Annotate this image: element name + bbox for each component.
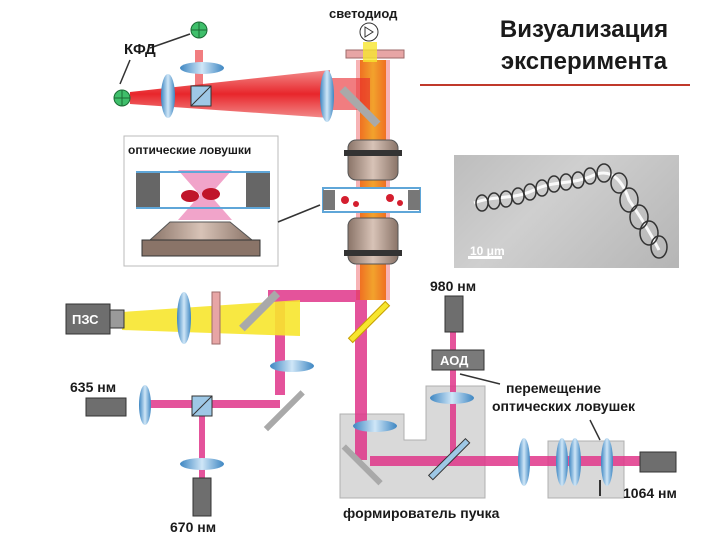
laser-670-label: 670 нм [170,519,216,535]
title-line-2: эксперимента [500,48,668,75]
lens-icon [139,385,151,425]
lens-icon [270,360,314,372]
micrograph-dna-tether [468,163,668,259]
lens-icon [353,420,397,432]
trap-move-label-1: перемещение [506,380,601,396]
photodiode-icon [113,89,131,107]
qpd-label: КФД [124,41,156,58]
lens-icon [601,438,613,486]
title-underline [420,84,690,86]
objective-icon [347,139,399,181]
laser-icon [444,295,464,333]
objective-icon [347,217,399,265]
lens-icon [518,438,530,486]
lens-icon [177,292,191,344]
laser-980-label: 980 нм [430,278,476,294]
trap-move-label-2: оптических ловушек [492,398,636,414]
lens-icon [180,458,224,470]
imaging-beam [122,300,300,336]
dichroic-mirror-icon [347,300,391,344]
laser-635-label: 635 нм [70,379,116,395]
lens-icon [430,392,474,404]
lens-icon [320,70,334,122]
ccd-camera-icon [65,303,111,335]
dichroic-mirror-icon [427,437,471,481]
mirror-icon [339,86,381,128]
page-title: Визуализация эксперимента [476,14,692,78]
lens-icon [556,438,568,486]
aod-box [431,349,485,371]
lens-icon [180,62,224,74]
laser-icon [85,397,127,417]
mirror-icon [263,390,305,432]
sample-cell [322,187,421,213]
photodiode-icon [190,21,208,39]
micrograph-image [454,155,679,268]
laser-1064-label: 1064 нм [623,485,677,501]
scale-bar-label: 10 μm [470,244,505,258]
mirror-icon [341,444,383,486]
led-icon [359,22,379,42]
laser-icon [639,451,677,473]
scale-bar [468,256,502,259]
qpd-beam [130,70,330,118]
led-label: светодиод [329,6,398,21]
beam-shaper-label: формирователь пучка [343,505,500,521]
laser-icon [192,477,212,517]
traps-label: оптические ловушки [128,143,251,157]
lens-icon [161,74,175,118]
beam-shaper-box [339,385,486,499]
filter-icon [211,291,221,345]
title-line-1: Визуализация [499,16,669,43]
aod-label: АОД [440,353,469,368]
ccd-label: ПЗС [72,312,99,327]
lens-icon [569,438,581,486]
mirror-icon [239,290,281,332]
